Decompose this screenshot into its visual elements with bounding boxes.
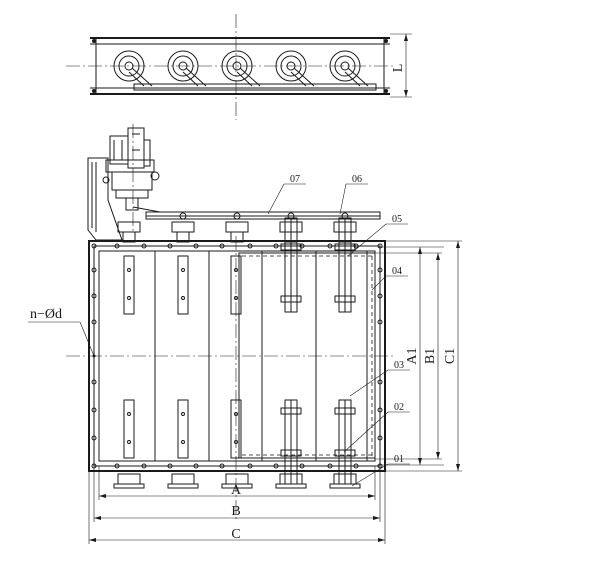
frame-holes <box>91 243 383 469</box>
label-a: A <box>231 483 242 498</box>
hole-callout: n−Ød <box>28 307 96 358</box>
part-label: 02 <box>394 402 404 413</box>
label-a1: A1 <box>405 347 420 364</box>
dimension-a: A <box>98 466 376 500</box>
part-label: 04 <box>392 266 402 277</box>
part-leaders: 07 06 05 04 03 02 01 <box>267 174 410 487</box>
top-view-shaft <box>275 50 315 87</box>
actuator-motor <box>102 124 160 232</box>
label-c1: C1 <box>443 348 458 364</box>
upper-bearings <box>117 212 357 243</box>
top-view-shaft <box>329 50 369 87</box>
top-view-shaft <box>221 50 261 87</box>
label-c: C <box>231 527 240 542</box>
label-hole-spec: n−Ød <box>30 307 62 322</box>
actuator-bracket <box>87 157 123 241</box>
dimension-a1: A1 <box>375 252 442 460</box>
shaft-sleeves <box>123 255 242 459</box>
label-l: L <box>391 64 406 73</box>
part-label: 01 <box>394 454 404 465</box>
top-view: L <box>66 14 412 120</box>
label-b: B <box>231 504 240 519</box>
part-label: 06 <box>352 174 362 185</box>
top-view-shaft <box>167 50 207 87</box>
drive-shafts <box>280 217 356 485</box>
dimension-c1: C1 <box>385 240 462 472</box>
dimension-c: C <box>88 471 386 544</box>
part-label: 05 <box>392 214 402 225</box>
blade-lines <box>154 251 368 461</box>
dimension-b1: B1 <box>380 246 444 466</box>
dimension-l: L <box>390 33 412 98</box>
blade-panel <box>238 252 376 459</box>
part-label: 07 <box>290 174 300 185</box>
top-view-shaft <box>113 50 153 87</box>
part-label: 03 <box>394 360 404 371</box>
linkage-bar <box>132 206 381 220</box>
dimension-b: B <box>93 466 381 522</box>
label-b1: B1 <box>423 348 438 364</box>
